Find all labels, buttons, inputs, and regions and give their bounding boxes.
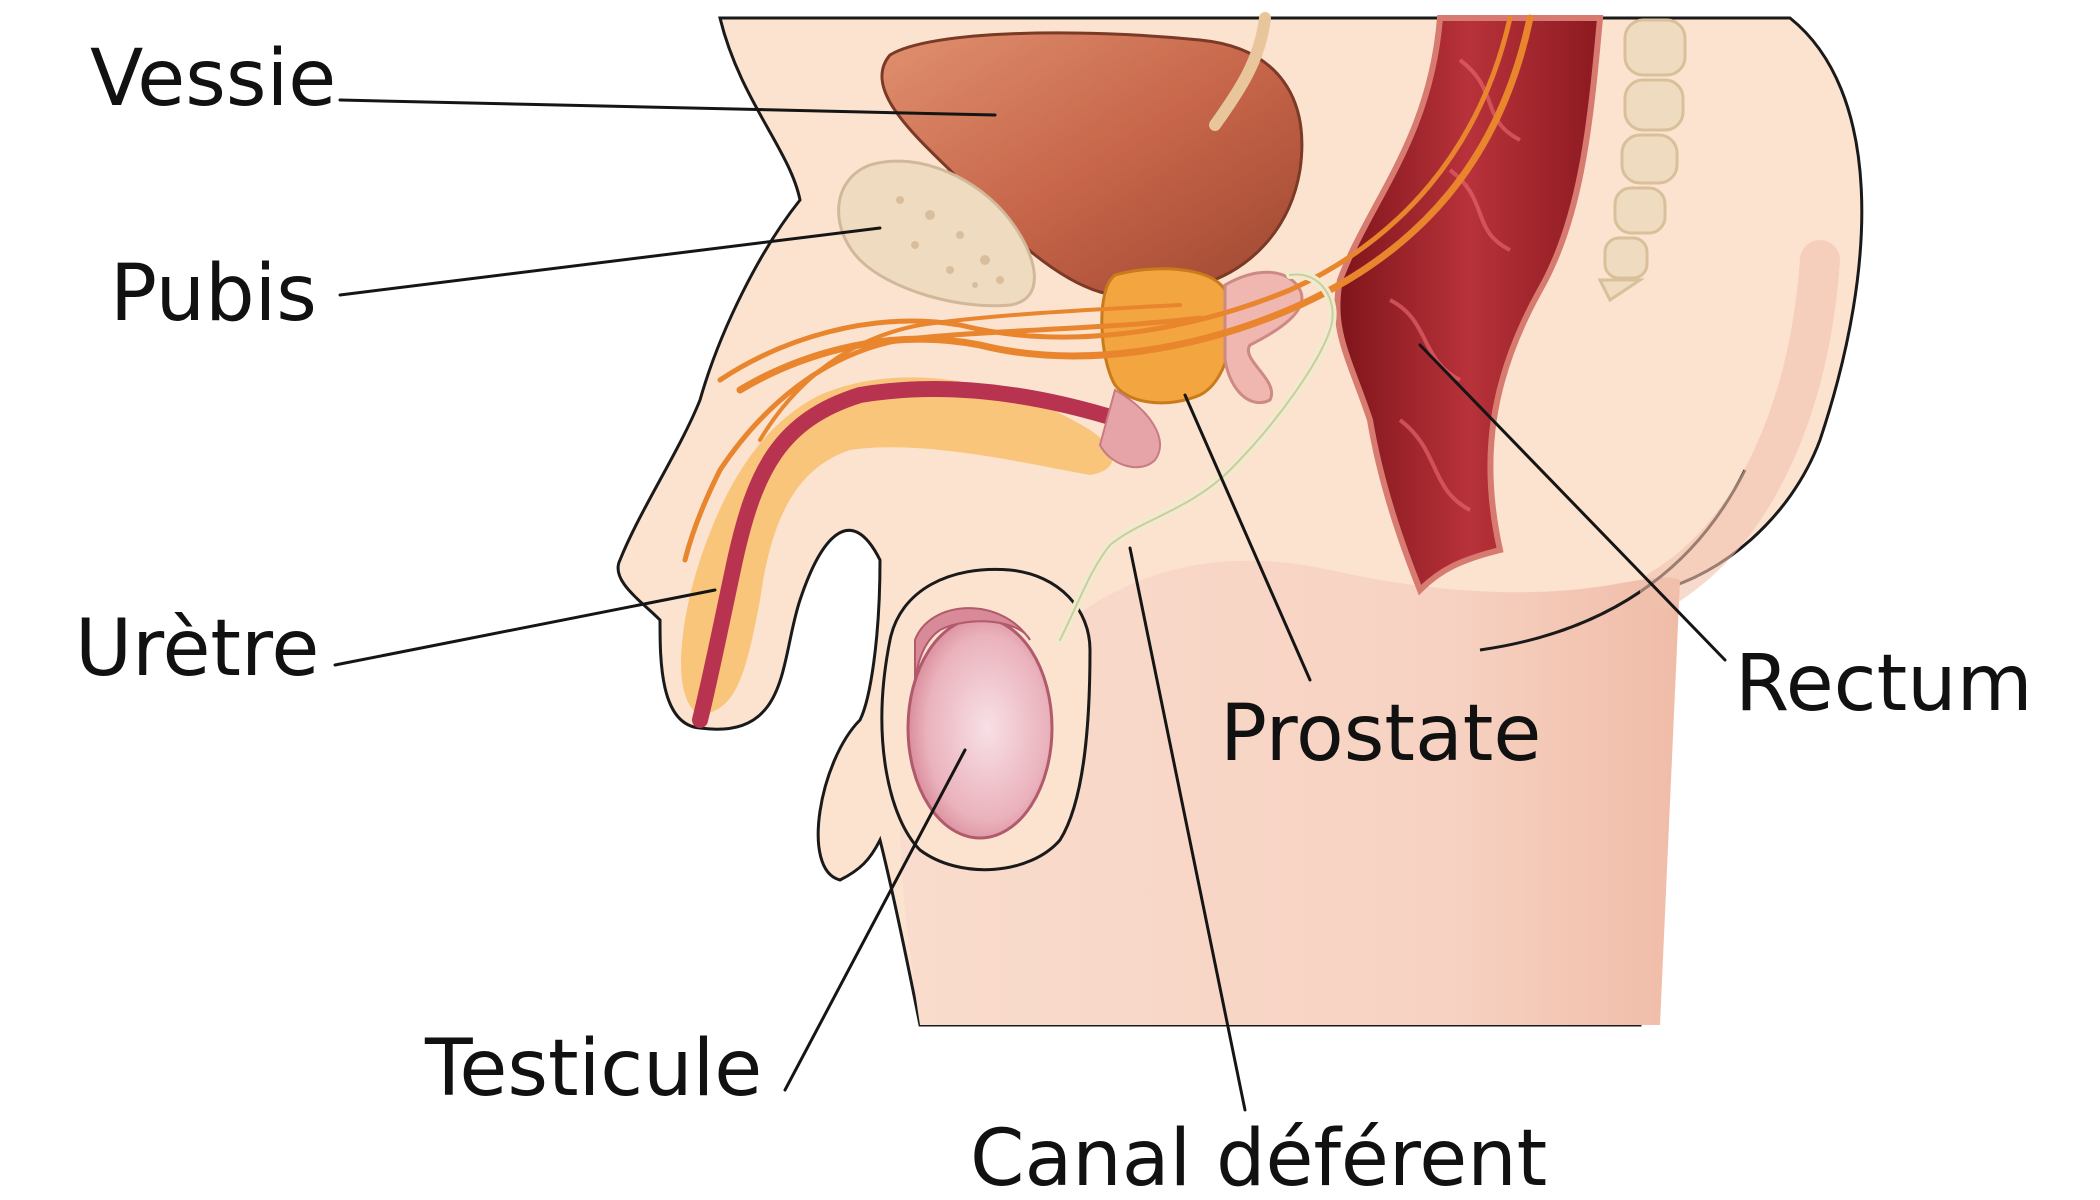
corpus-cavernosum (681, 377, 1113, 715)
prostate-shape (1100, 267, 1234, 405)
urethra-bulb (1098, 388, 1161, 469)
coccyx (1597, 18, 1687, 303)
nerves (682, 14, 1534, 563)
leader-pubis (338, 226, 882, 297)
label-vessie: Vessie (90, 34, 336, 124)
leader-lines (333, 98, 1727, 1112)
testis-shape (906, 616, 1054, 840)
buttock-shadow (1640, 240, 1840, 610)
leader-canal-deferent (1128, 546, 1247, 1112)
ureter (1209, 12, 1271, 131)
leader-vessie (338, 98, 997, 117)
label-uretre: Urètre (75, 604, 319, 694)
vas-deferens-outline (1059, 273, 1334, 641)
urethra-shape (692, 381, 1128, 728)
rectum-folds (1389, 58, 1521, 512)
leader-uretre (333, 588, 717, 667)
label-rectum: Rectum (1735, 639, 2033, 729)
label-prostate: Prostate (1220, 689, 1541, 779)
pubis-texture (896, 196, 1004, 288)
epididymis (914, 607, 1031, 681)
leader-prostate (1183, 393, 1312, 682)
leader-testicule (783, 748, 967, 1092)
label-pubis: Pubis (110, 249, 317, 339)
thigh (900, 560, 1680, 1025)
label-testicule: Testicule (424, 1024, 762, 1114)
label-canal-deferent: Canal déférent (970, 1114, 1547, 1200)
leader-rectum (1418, 343, 1727, 662)
